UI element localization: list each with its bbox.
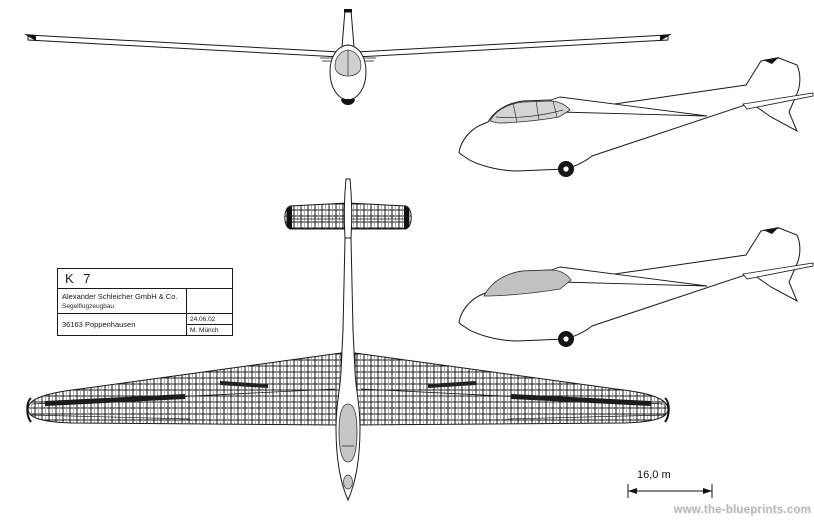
left-wing-spar-box [45,394,185,406]
watermark-text: www.the-blueprints.com [673,504,811,516]
left-wing-plan [27,352,342,426]
scale-bar [627,484,713,498]
canopy-plan [338,403,358,463]
title-block-address-row: 36163 Poppenhausen 24.06.02 M. Münch [58,314,232,335]
wheel-front [341,99,355,105]
address: 36163 Poppenhausen [58,314,187,335]
fin-front [341,9,355,48]
left-wing-front [27,34,341,58]
plan-view-drawing [26,178,670,502]
left-wingtip-plan-mark [26,397,32,423]
scale-arrow-left [628,488,637,494]
scale-label: 16,0 m [637,469,671,481]
title-block: K 7 Alexander Schleicher GmbH & Co. Sege… [57,268,233,336]
drawing-author: M. Münch [190,326,219,334]
title-block-model-row: K 7 [58,269,232,289]
tailplane-tip-mark-right [404,206,409,229]
scale-arrow-right [703,488,712,494]
manufacturer-cell: Alexander Schleicher GmbH & Co. Segelflu… [58,289,187,313]
right-aileron-hinge [505,414,667,420]
nose-patch-plan [343,474,353,490]
division-name: Segelflugzeugbau [62,302,115,310]
side-view-lower-drawing [458,226,814,348]
manufacturer-name: Alexander Schleicher GmbH & Co. [62,292,178,301]
side-view-upper-drawing [458,56,814,178]
canopy-side-solid [483,269,572,297]
left-airbrake-mark [220,381,268,388]
model-designation: K 7 [65,271,94,286]
right-wing-spar-box [511,394,651,406]
front-view-drawing [24,9,672,105]
canopy-frame-lines [495,100,564,123]
right-airbrake-mark [428,381,476,388]
drawing-date: 24.06.02 [187,314,232,325]
right-wingtip-mark [660,34,672,41]
title-block-manufacturer-row: Alexander Schleicher GmbH & Co. Segelflu… [58,289,232,314]
right-wing-plan [354,352,669,426]
right-wing-front [355,34,669,58]
tailplane-tip-mark-left [287,206,292,229]
left-aileron-hinge [29,414,191,420]
fin-tip-mark-front [344,9,352,13]
empty-cell [187,289,232,313]
left-wingtip-mark [24,34,36,41]
fin-plan [343,178,353,239]
right-wingtip-plan-mark [664,397,670,423]
meta-cell: 24.06.02 M. Münch [187,314,232,335]
